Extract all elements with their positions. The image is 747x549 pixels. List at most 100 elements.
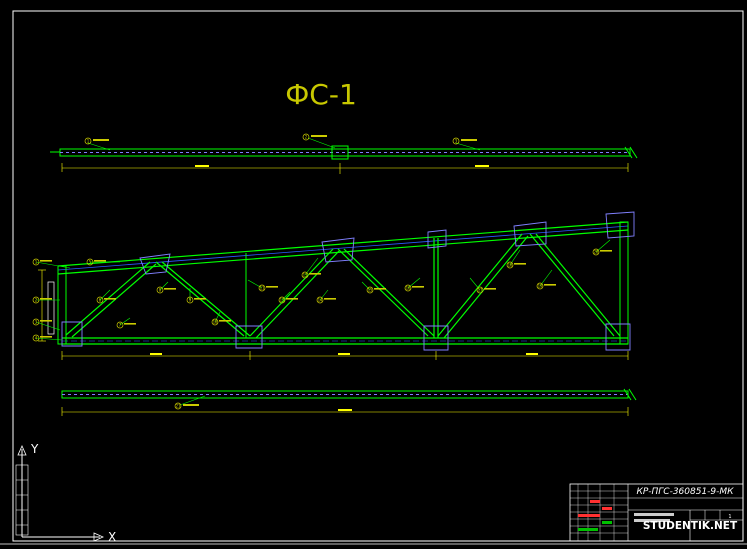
callout-number: 11 <box>260 286 265 291</box>
revision-table <box>570 484 628 541</box>
callout-number: 15 <box>368 288 373 293</box>
callout-number: 7 <box>119 323 122 328</box>
gusset-plate <box>513 221 547 247</box>
callout-bubble <box>32 334 40 342</box>
callout-bubble <box>258 284 266 292</box>
diagonal-member <box>337 248 429 337</box>
callout-text <box>412 286 424 288</box>
top-chord-splice-plate <box>331 145 349 160</box>
callout-leader <box>35 261 71 269</box>
callout-leader <box>35 321 61 331</box>
ucs-x-label: X <box>108 530 116 544</box>
callout-text <box>104 298 116 300</box>
gusset-plate <box>605 211 635 239</box>
callout-text <box>94 260 106 262</box>
gusset-plate <box>235 325 263 349</box>
callout-number: 6 <box>99 298 102 303</box>
callout-bubble <box>301 271 309 279</box>
title-block[interactable]: КР-ПГС-360851-9-МК STUDENTIK.NET 1 <box>569 483 744 542</box>
callout-text <box>124 323 136 325</box>
dimension-text <box>475 165 489 167</box>
callout-number: 1 <box>35 260 38 265</box>
callout-number: 3 <box>455 139 458 144</box>
callout-number: 17 <box>478 288 483 293</box>
callout-leader <box>469 277 481 291</box>
drawing-code: КР-ПГС-360851-9-МК <box>636 487 734 497</box>
callout-text <box>40 260 52 262</box>
callout-number: 3 <box>35 320 38 325</box>
top-chord-plan-view <box>50 145 638 174</box>
callout-bubble <box>506 261 514 269</box>
callout-leader <box>281 291 291 301</box>
gusset-plate <box>321 237 355 263</box>
callout-leader <box>99 289 111 301</box>
callout-bubble <box>32 258 40 266</box>
callout-leader <box>159 281 169 291</box>
callout-number: 20 <box>594 250 599 255</box>
top-chord-plan-callouts: 1 2 3 <box>84 133 481 151</box>
gusset-plate <box>423 325 449 351</box>
callout-text <box>266 286 278 288</box>
callout-bubble <box>96 296 104 304</box>
callout-number: 13 <box>303 273 308 278</box>
callout-text <box>324 298 336 300</box>
bottom-chord-plan-break <box>623 388 637 401</box>
callout-text <box>219 320 231 322</box>
callout-text <box>286 298 298 300</box>
callout-number: 4 <box>35 336 38 341</box>
callout-bubble <box>404 284 412 292</box>
callout-number: 5 <box>89 260 92 265</box>
title-block-frame <box>569 483 744 542</box>
callout-number: 9 <box>189 298 192 303</box>
callout-bubble <box>86 258 94 266</box>
callout-leader <box>35 337 63 341</box>
callout-number: 1 <box>87 139 90 144</box>
callout-text <box>40 298 52 300</box>
top-chord-plan-break-right <box>624 146 638 159</box>
callout-bubble <box>536 282 544 290</box>
callout-bubble <box>156 286 164 294</box>
gusset-plate <box>139 253 171 275</box>
callout-bubble <box>592 248 600 256</box>
callout-text <box>40 320 52 322</box>
callout-text <box>374 288 386 290</box>
callout-text <box>484 288 496 290</box>
callout-number: 2 <box>35 298 38 303</box>
bottom-chord-plan-view: 21 <box>61 388 637 416</box>
callout-bubble <box>278 296 286 304</box>
callout-number: 10 <box>213 320 218 325</box>
gusset-plate <box>427 229 447 249</box>
truss-elevation-view <box>38 211 635 360</box>
callout-text <box>164 288 176 290</box>
callout-bubble <box>32 296 40 304</box>
callout-text <box>194 298 206 300</box>
callout-number: 19 <box>538 284 543 289</box>
callout-text <box>40 336 52 338</box>
callout-leader <box>319 289 329 301</box>
callout-number: 14 <box>318 298 323 303</box>
callout-text <box>544 284 556 286</box>
callout-number: 21 <box>176 404 181 409</box>
callout-text <box>309 273 321 275</box>
callout-leader <box>361 281 371 291</box>
callout-number: 16 <box>406 286 411 291</box>
callout-bubble <box>186 296 194 304</box>
callout-number: 18 <box>508 263 513 268</box>
callout-bubble <box>316 296 324 304</box>
callout-leader <box>407 277 421 289</box>
gusset-plate <box>61 321 83 347</box>
ucs-y-label: Y <box>30 442 39 456</box>
callout-leader <box>214 311 221 323</box>
dimension-text <box>195 165 209 167</box>
diagonal-member <box>529 233 615 337</box>
ucs-icon: Y X <box>15 442 116 544</box>
watermark-logo: STUDENTIK.NET <box>643 520 738 532</box>
callout-leader <box>247 279 263 289</box>
top-chord-upper-line <box>57 221 629 267</box>
diagonal-member <box>437 233 523 337</box>
support-plate-left <box>47 281 55 335</box>
callout-bubble <box>366 286 374 294</box>
